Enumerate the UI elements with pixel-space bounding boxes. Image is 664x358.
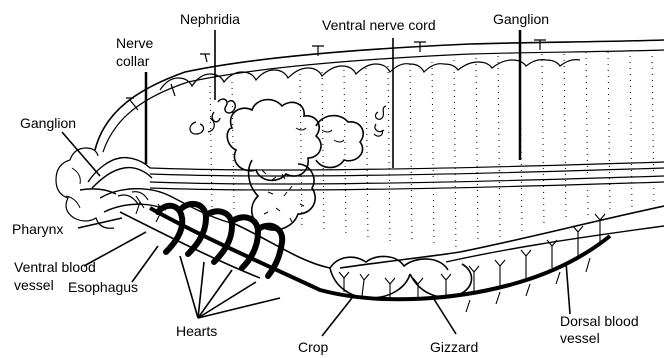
label-dorsal-blood-vessel-line1: Dorsal blood <box>560 313 639 329</box>
blood-vessels <box>120 196 610 312</box>
label-gizzard: Gizzard <box>430 339 478 355</box>
leader-gizzard <box>432 296 456 334</box>
label-esophagus: Esophagus <box>68 279 138 295</box>
labels: Nephridia Ventral nerve cord Ganglion Ne… <box>12 11 639 355</box>
label-crop: Crop <box>298 339 329 355</box>
label-ventral-blood-vessel-line1: Ventral blood <box>14 259 96 275</box>
nephridia <box>190 99 386 136</box>
leader-ganglion-left <box>62 132 100 176</box>
label-hearts: Hearts <box>176 323 217 339</box>
leader-dorsal-blood-vessel <box>566 262 570 314</box>
leader-crop <box>322 298 352 336</box>
leader-pharynx <box>78 218 122 228</box>
leader-hearts-1 <box>180 256 198 318</box>
leader-esophagus <box>132 246 158 282</box>
label-ventral-nerve-cord: Ventral nerve cord <box>322 17 436 33</box>
label-ganglion-top: Ganglion <box>493 11 549 27</box>
label-nephridia: Nephridia <box>180 11 240 27</box>
label-nerve-collar-line2: collar <box>116 53 150 69</box>
label-pharynx: Pharynx <box>12 221 63 237</box>
leader-hearts-4 <box>198 282 256 318</box>
label-dorsal-blood-vessel-line2: vessel <box>560 330 600 346</box>
ventral-nerve-cord <box>150 162 664 190</box>
label-ganglion-left: Ganglion <box>20 115 76 131</box>
reproductive-organs <box>227 100 363 230</box>
label-ventral-blood-vessel-line2: vessel <box>14 277 54 293</box>
label-nerve-collar-line1: Nerve <box>116 35 154 51</box>
